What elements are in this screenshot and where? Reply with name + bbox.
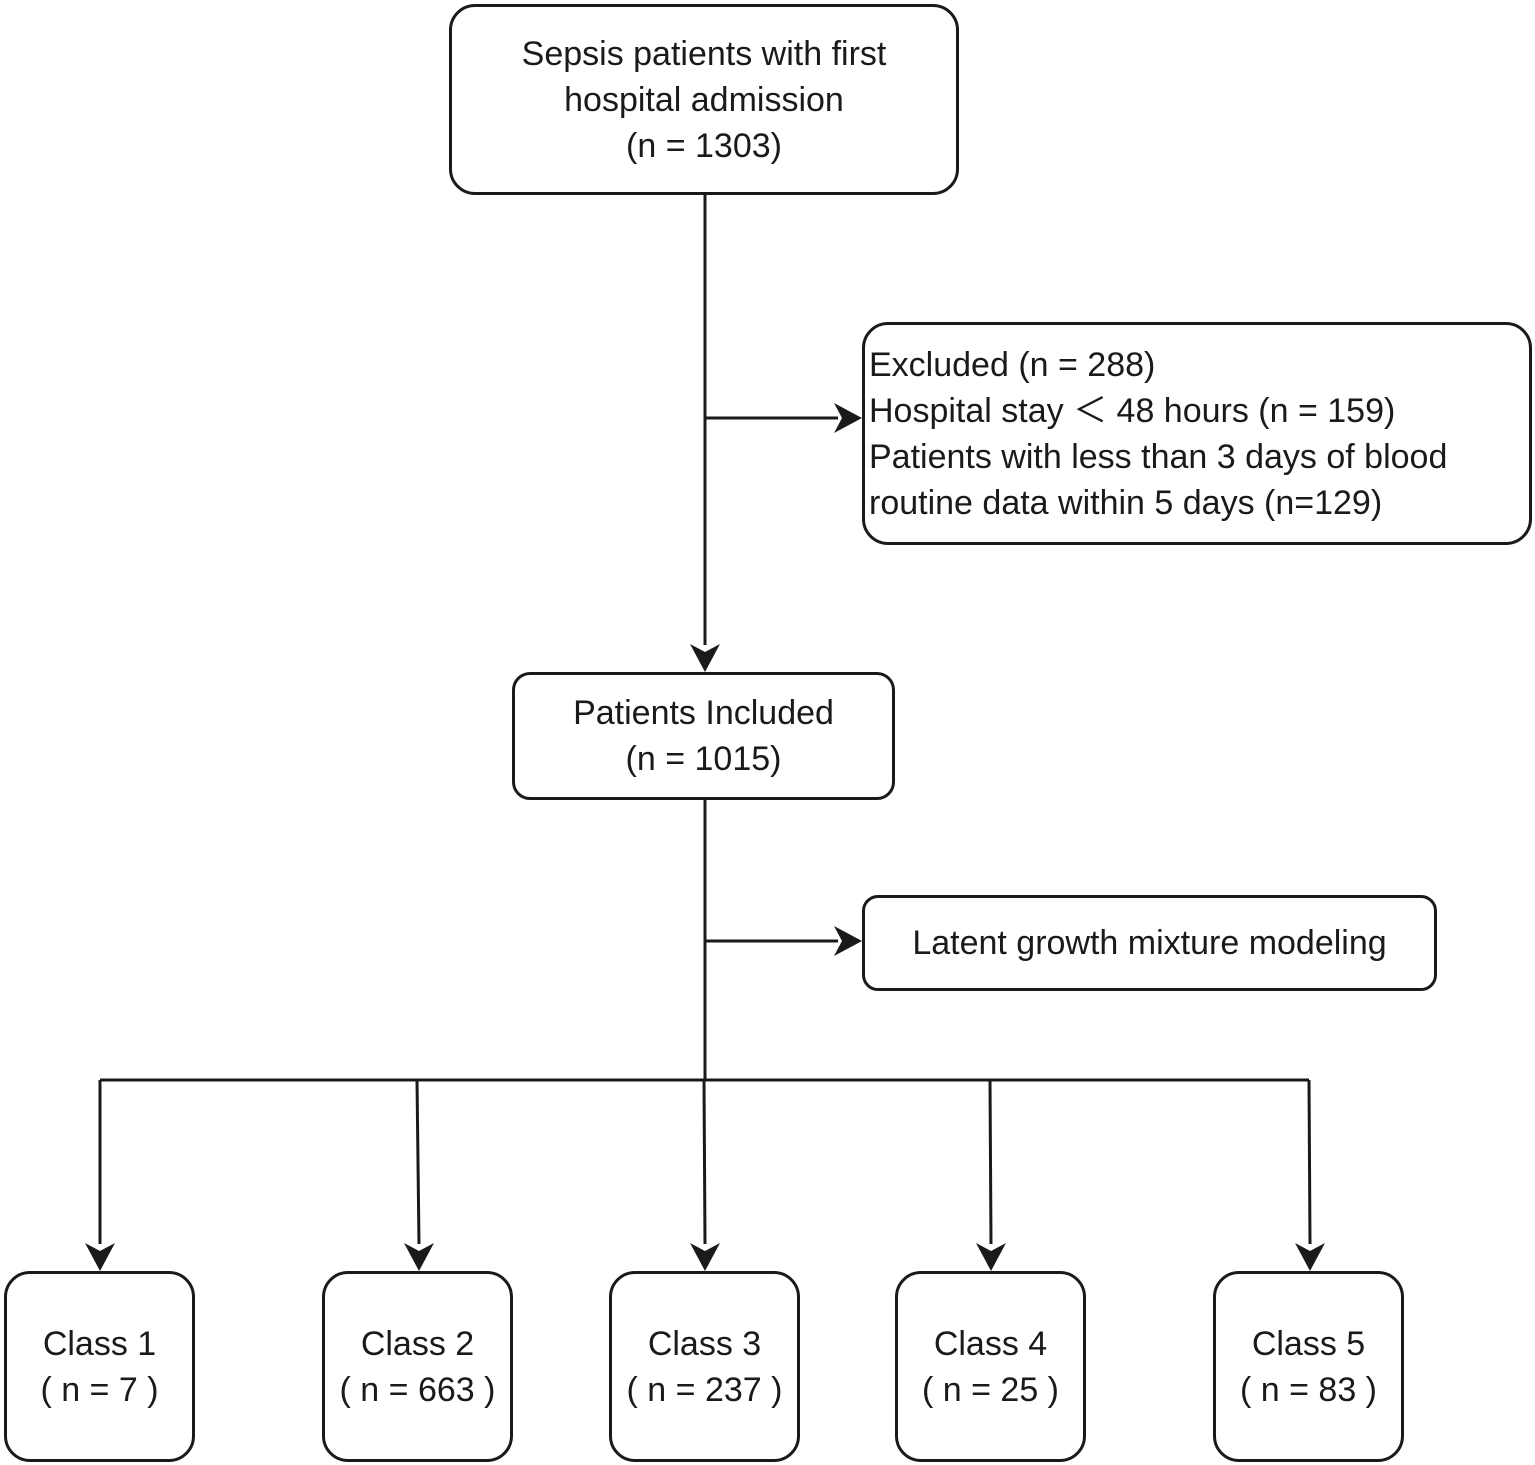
class-2-count: ( n = 663 ): [339, 1370, 496, 1409]
patients-included-label: Patients Included: [573, 694, 834, 732]
excluded-total: Excluded (n = 288): [869, 345, 1156, 384]
arrowhead-class-4: [976, 1243, 1006, 1271]
class-5-name: Class 5: [1251, 1324, 1366, 1363]
arrowhead-class-5: [1295, 1243, 1325, 1271]
lgmm-label: Latent growth mixture modeling: [912, 924, 1387, 962]
class-1-name: Class 1: [42, 1324, 157, 1363]
sepsis-patients-box: Sepsis patients with first hospital admi…: [449, 4, 959, 195]
class-4-name: Class 4: [933, 1324, 1048, 1363]
excluded-blood-routine-line-2: routine data within 5 days (n=129): [869, 483, 1383, 522]
lgmm-box: Latent growth mixture modeling: [862, 895, 1437, 991]
class-3-count: ( n = 237 ): [626, 1370, 783, 1409]
class-2-drop-line: [415, 1079, 421, 1245]
arrowhead-excluded: [834, 403, 862, 433]
arrowhead-lgmm: [834, 926, 862, 956]
class-2-name: Class 2: [360, 1324, 475, 1363]
class-4-drop-line: [988, 1079, 993, 1245]
class-3-drop-line: [702, 1079, 707, 1245]
patients-included-count: (n = 1015): [625, 740, 782, 778]
class-5-count: ( n = 83 ): [1239, 1370, 1377, 1409]
sepsis-box-line-1: Sepsis patients with first: [521, 34, 887, 73]
excluded-box: Excluded (n = 288) Hospital stay ＜ 48 ho…: [862, 322, 1532, 545]
class-1-box: Class 1 ( n = 7 ): [4, 1271, 195, 1462]
class-5-drop-line: [1307, 1079, 1312, 1245]
arrowhead-class-3: [690, 1243, 720, 1271]
arrowhead-class-2: [404, 1243, 434, 1271]
sepsis-box-count: (n = 1303): [626, 126, 782, 165]
class-4-count: ( n = 25 ): [921, 1370, 1059, 1409]
class-1-count: ( n = 7 ): [40, 1370, 159, 1409]
patients-included-box: Patients Included (n = 1015): [512, 672, 895, 800]
excluded-blood-routine-line-1: Patients with less than 3 days of blood: [869, 437, 1448, 476]
class-3-name: Class 3: [647, 1324, 762, 1363]
class-4-box: Class 4 ( n = 25 ): [895, 1271, 1086, 1462]
class-2-box: Class 2 ( n = 663 ): [322, 1271, 513, 1462]
sepsis-box-line-2: hospital admission: [564, 80, 844, 119]
excluded-hospital-stay: Hospital stay ＜ 48 hours (n = 159): [869, 391, 1396, 430]
arrowhead-class-1: [85, 1243, 115, 1271]
arrowhead-included: [690, 644, 720, 672]
class-5-box: Class 5 ( n = 83 ): [1213, 1271, 1404, 1462]
class-3-box: Class 3 ( n = 237 ): [609, 1271, 800, 1462]
